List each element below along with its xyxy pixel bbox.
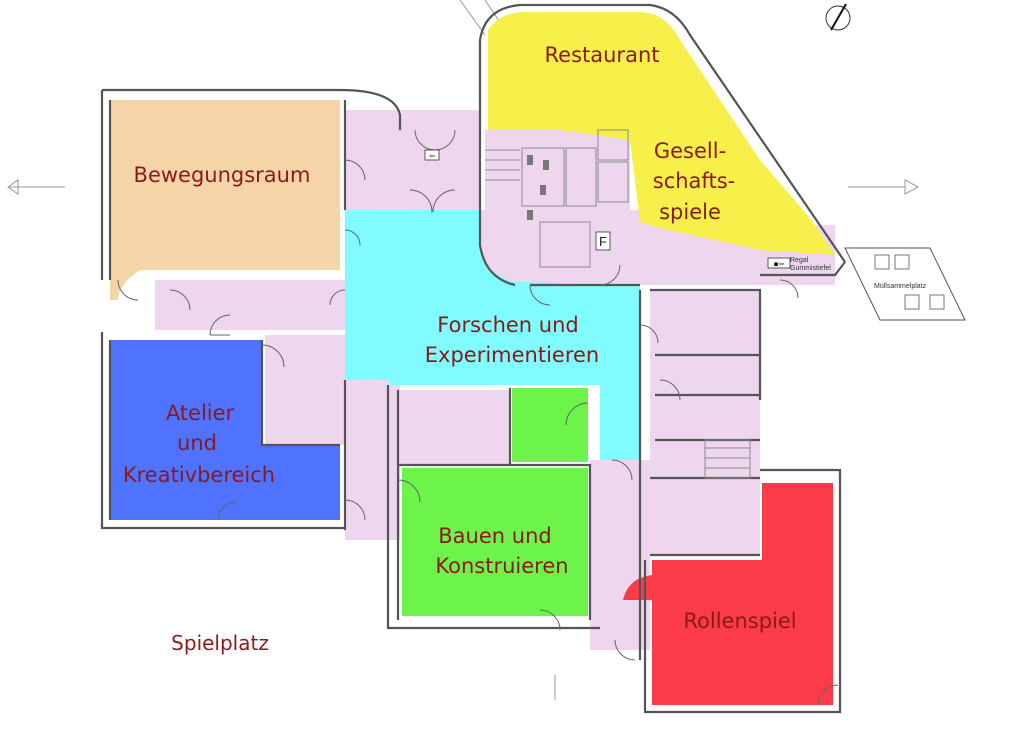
fire-extinguisher-icon: F	[595, 231, 611, 251]
room-atelier: Atelier und Kreativbereich	[110, 340, 340, 520]
exit-sign-icon-2: ▪⇦	[767, 257, 791, 269]
regal-note: Regal Gummistiefel	[790, 257, 831, 272]
small-green-area	[512, 388, 588, 462]
bauen-area	[402, 468, 588, 616]
rollenspiel-area	[652, 483, 833, 705]
forschen-label-2: Experimentieren	[425, 343, 600, 367]
forschen-label-1: Forschen und	[437, 313, 578, 337]
walls	[100, 3, 846, 714]
rollenspiel-label: Rollenspiel	[683, 609, 796, 633]
toilet-icons	[527, 155, 549, 220]
atelier-label-2: und	[177, 431, 217, 455]
regal-label: Regal	[790, 257, 809, 264]
forschen-area	[345, 210, 640, 460]
restaurant-label: Restaurant	[545, 43, 660, 67]
restaurant-area	[488, 12, 835, 255]
bewegungsraum-label: Bewegungsraum	[134, 163, 311, 187]
gesellschaftsspiele-label-2: schafts-	[653, 169, 735, 193]
gesellschaftsspiele-label-3: spiele	[659, 200, 721, 224]
muellsammelplatz-label: Müllsammelplatz	[874, 283, 927, 290]
gesellschaftsspiele-label-1: Gesell-	[654, 139, 726, 163]
room-forschen: Forschen und Experimentieren	[345, 210, 640, 460]
gummistiefel-label: Gummistiefel	[790, 265, 831, 272]
bewegungsraum-area	[110, 100, 340, 300]
room-bewegungsraum: Bewegungsraum	[110, 100, 340, 300]
atelier-label-3: Kreativbereich	[123, 463, 275, 487]
svg-text:▪⇦: ▪⇦	[774, 260, 785, 268]
muellsammelplatz-area: Müllsammelplatz	[844, 247, 966, 321]
doors	[117, 129, 839, 706]
bauen-label-1: Bauen und	[438, 524, 551, 548]
compass-icon	[825, 3, 851, 31]
svg-text:⇦: ⇦	[429, 152, 435, 160]
atelier-label-1: Atelier	[166, 401, 235, 425]
room-restaurant: Restaurant Gesell- schafts- spiele	[488, 12, 835, 255]
site-lines	[7, 0, 920, 700]
room-rollenspiel: Rollenspiel	[623, 483, 833, 705]
exit-sign-icon: ⇦	[424, 149, 440, 161]
fire-extinguisher-letter: F	[599, 234, 607, 249]
room-small-green	[512, 388, 588, 462]
bauen-label-2: Konstruieren	[435, 554, 568, 578]
atelier-area	[110, 340, 340, 520]
room-bauen: Bauen und Konstruieren	[402, 468, 588, 616]
spielplatz-label: Spielplatz	[171, 631, 269, 655]
interior-lines	[485, 129, 751, 479]
